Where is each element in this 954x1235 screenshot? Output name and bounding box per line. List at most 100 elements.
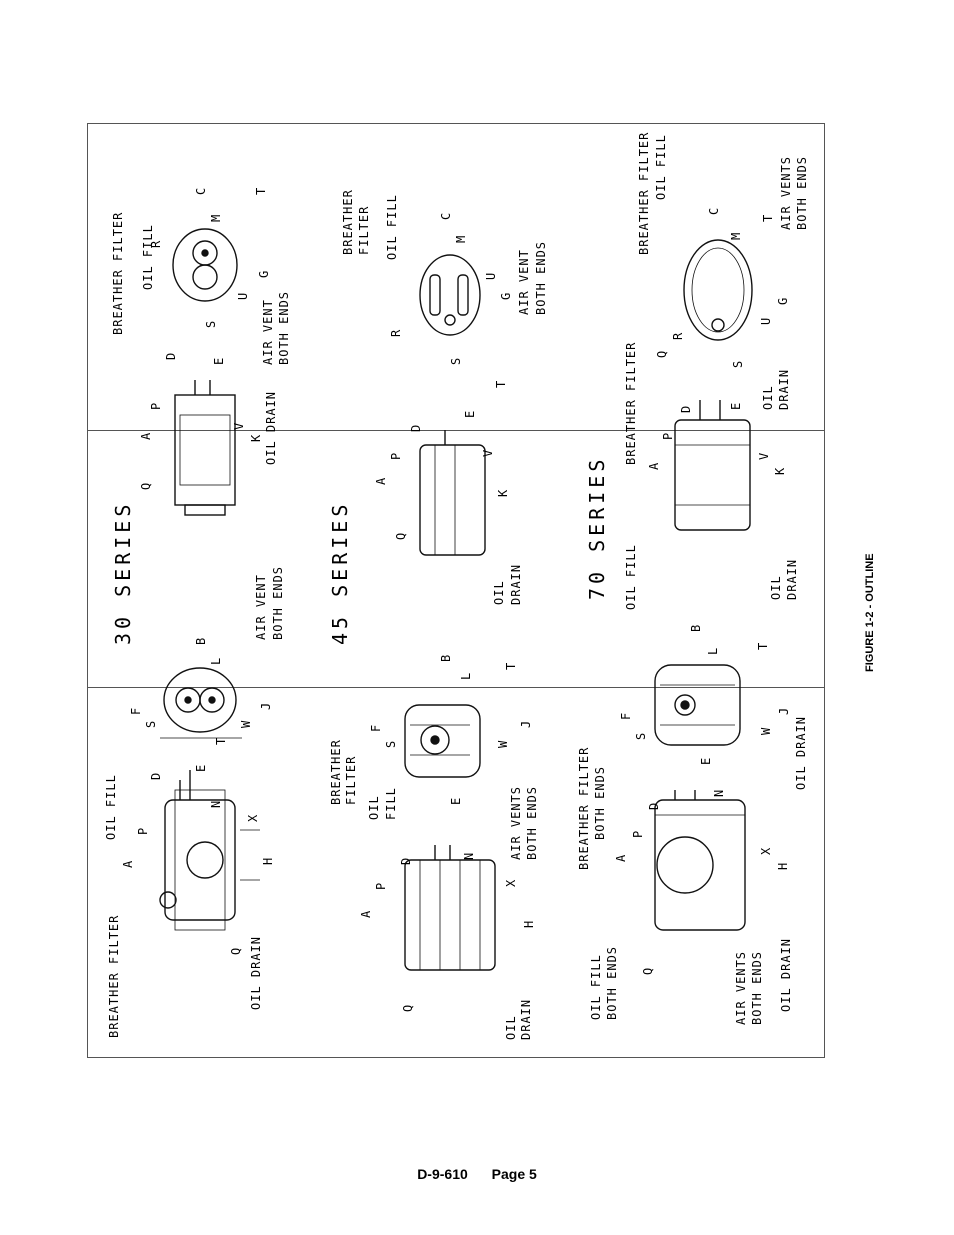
label-oil: OIL	[367, 795, 381, 820]
dim-c: C	[439, 211, 453, 220]
dim-a: A	[359, 909, 373, 918]
figure-frame	[87, 123, 825, 1058]
dim-j: J	[777, 706, 791, 715]
label-oil-fill: OIL FILL	[589, 954, 603, 1020]
dim-n: N	[209, 799, 223, 808]
dim-p: P	[389, 451, 403, 460]
dim-f: F	[129, 706, 143, 715]
label-air-vent: AIR VENT	[254, 574, 268, 640]
label-both-ends: BOTH ENDS	[525, 785, 539, 860]
dim-d: D	[164, 351, 178, 360]
series-title-45: 45 SERIES	[328, 500, 352, 645]
dim-n: N	[462, 851, 476, 860]
dim-l: L	[706, 646, 720, 655]
dim-q: Q	[229, 946, 243, 955]
label-drain: DRAIN	[509, 563, 523, 605]
dim-x: X	[759, 846, 773, 855]
label-breather-filter: BREATHER FILTER	[637, 131, 651, 255]
dim-r: R	[389, 328, 403, 337]
label-drain: DRAIN	[519, 998, 533, 1040]
dim-q: Q	[394, 531, 408, 540]
dim-w: W	[496, 739, 510, 748]
dim-s: S	[384, 739, 398, 748]
label-breather-filter: BREATHER FILTER	[624, 341, 638, 465]
dim-e: E	[699, 756, 713, 765]
dim-v: V	[757, 451, 771, 460]
label-oil-fill: OIL FILL	[385, 194, 399, 260]
dim-u: U	[759, 316, 773, 325]
dim-m: M	[454, 234, 468, 243]
pump-side-view-70-left	[654, 790, 746, 931]
label-both-ends: BOTH ENDS	[605, 945, 619, 1020]
pump-end-view-70-left	[654, 664, 741, 746]
dim-u: U	[484, 271, 498, 280]
dim-b: B	[439, 653, 453, 662]
dim-u: U	[236, 291, 250, 300]
dim-a: A	[374, 476, 388, 485]
pump-end-view-70-right	[683, 239, 753, 341]
series-title-30: 30 SERIES	[111, 500, 135, 645]
section-divider	[88, 687, 824, 688]
dim-a: A	[139, 431, 153, 440]
figure-caption: FIGURE 1-2 - OUTLINE	[864, 553, 876, 672]
label-fill: FILL	[384, 787, 398, 820]
dim-d: D	[399, 856, 413, 865]
dim-d: D	[409, 423, 423, 432]
label-breather: BREATHER	[329, 739, 343, 805]
label-oil: OIL	[761, 385, 775, 410]
section-divider	[88, 430, 824, 431]
dim-t: T	[254, 186, 268, 195]
label-air-vent: AIR VENT	[517, 249, 531, 315]
doc-number: D-9-610	[417, 1166, 468, 1182]
dim-s: S	[204, 319, 218, 328]
label-both-ends: BOTH ENDS	[534, 240, 548, 315]
dim-s: S	[731, 359, 745, 368]
dim-r: R	[671, 331, 685, 340]
dim-j: J	[519, 719, 533, 728]
pump-side-view-30-right	[174, 380, 236, 516]
page-footer: D-9-610 Page 5	[0, 1166, 954, 1182]
dim-d: D	[647, 801, 661, 810]
dim-q: Q	[139, 481, 153, 490]
dim-w: W	[239, 719, 253, 728]
pump-end-view-45-right	[419, 254, 481, 336]
dim-p: P	[374, 881, 388, 890]
label-both-ends: BOTH ENDS	[277, 290, 291, 365]
dim-e: E	[729, 401, 743, 410]
dim-t: T	[214, 736, 228, 745]
dim-v: V	[232, 421, 246, 430]
dim-b: B	[689, 623, 703, 632]
label-breather: BREATHER	[341, 189, 355, 255]
dim-t: T	[761, 213, 775, 222]
dim-g: G	[776, 296, 790, 305]
label-breather-filter: BREATHER FILTER	[107, 914, 121, 1038]
pump-side-view-30-left	[159, 770, 260, 931]
dim-e: E	[449, 796, 463, 805]
page-number: Page 5	[491, 1166, 537, 1182]
dim-h: H	[776, 861, 790, 870]
label-air-vent: AIR VENT	[261, 299, 275, 365]
pump-side-view-45-left	[404, 845, 496, 971]
dim-p: P	[631, 829, 645, 838]
label-air-vents: AIR VENTS	[779, 155, 793, 230]
label-air-vents: AIR VENTS	[509, 785, 523, 860]
dim-f: F	[619, 711, 633, 720]
dim-m: M	[209, 213, 223, 222]
label-breather-filter: BREATHER FILTER	[111, 211, 125, 335]
dim-n: N	[712, 788, 726, 797]
dim-a: A	[121, 859, 135, 868]
dim-c: C	[707, 206, 721, 215]
dim-h: H	[522, 919, 536, 928]
dim-e: E	[212, 356, 226, 365]
dim-d: D	[679, 404, 693, 413]
label-oil-drain: OIL DRAIN	[249, 935, 263, 1010]
label-oil: OIL	[504, 1015, 518, 1040]
pump-end-view-30-left	[160, 667, 242, 739]
dim-c: C	[194, 186, 208, 195]
dim-x: X	[504, 878, 518, 887]
dim-k: K	[773, 466, 787, 475]
dim-g: G	[499, 291, 513, 300]
dim-q: Q	[401, 1003, 415, 1012]
dim-j: J	[259, 701, 273, 710]
label-both-ends: BOTH ENDS	[271, 565, 285, 640]
